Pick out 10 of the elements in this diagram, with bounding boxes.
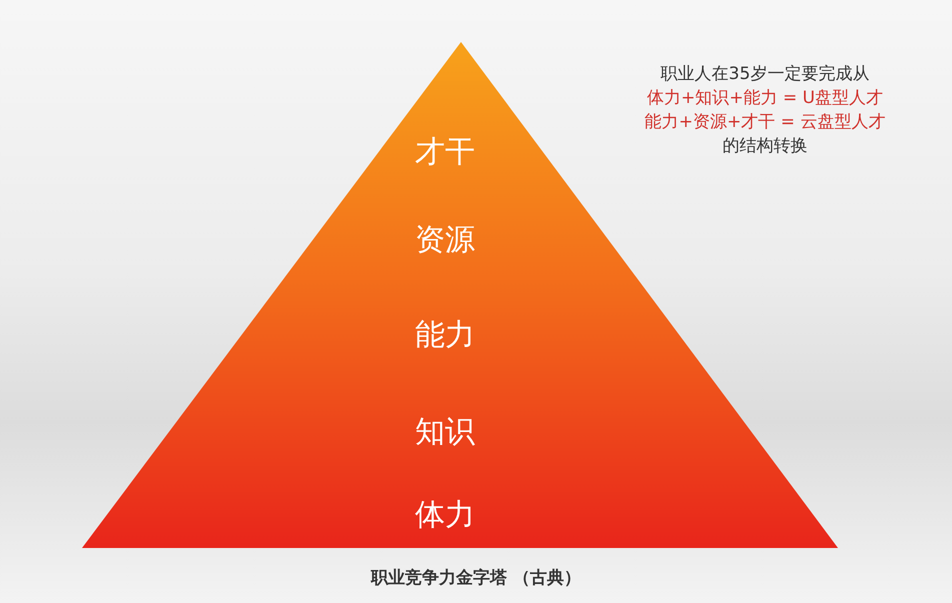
level-label: 资源 (415, 222, 475, 260)
note-text: 的结构转换 (722, 135, 808, 157)
caption: 职业竞争力金字塔 （古典） (370, 567, 582, 589)
level-label: 知识 (415, 414, 475, 452)
level-label: 能力 (415, 316, 475, 354)
level-label: 才干 (415, 134, 475, 172)
level-label: 体力 (415, 496, 475, 534)
note-text: 职业人在35岁一定要完成从 (660, 63, 870, 85)
note-text: 体力+知识+能力 = U盘型人才 (646, 87, 884, 109)
note-text: 能力+资源+才干 = 云盘型人才 (644, 111, 886, 133)
